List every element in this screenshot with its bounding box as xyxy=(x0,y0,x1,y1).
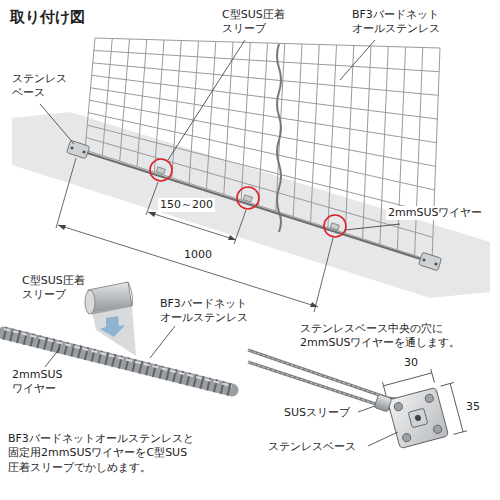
bird-net xyxy=(85,38,440,261)
part-label: 35 xyxy=(466,400,480,414)
part-label: ステンレスベース xyxy=(268,440,356,454)
part-label: 30 xyxy=(404,356,418,370)
end-base xyxy=(419,252,442,271)
part-label: 1000 xyxy=(182,248,214,262)
leader-line xyxy=(40,40,400,230)
part-label: 150～200 xyxy=(158,198,215,212)
diagram-title: 取り付け図 xyxy=(10,8,85,28)
leader-line xyxy=(45,326,175,367)
part-label: 2mmSUS ワイヤー xyxy=(12,368,62,397)
end-base xyxy=(67,140,90,159)
leader-line xyxy=(358,406,398,446)
part-label: 2mmSUSワイヤー xyxy=(386,206,484,220)
part-label: SUSスリーブ xyxy=(284,406,350,420)
highlight-circle xyxy=(150,159,346,237)
fixing-wire xyxy=(78,150,430,262)
part-label: ステンレス ベース xyxy=(12,72,67,101)
part-label: BF3バードネットオールステンレスと 固定用2mmSUSワイヤーをC型SUS 圧… xyxy=(8,432,194,475)
crimp-sleeve xyxy=(156,167,339,230)
part-label: ステンレスベース中央の穴に 2mmSUSワイヤーを通します。 xyxy=(300,322,460,351)
hanging-wire xyxy=(277,44,281,232)
part-label: BF3バードネット オールステンレス xyxy=(352,8,440,37)
stainless-base xyxy=(382,364,467,449)
part-label: C型SUS圧着 スリーブ xyxy=(222,8,285,37)
sus-sleeve xyxy=(374,394,392,412)
part-label: C型SUS圧着 スリーブ xyxy=(22,274,85,303)
part-label: BF3バードネット オールステンレス xyxy=(160,297,248,326)
